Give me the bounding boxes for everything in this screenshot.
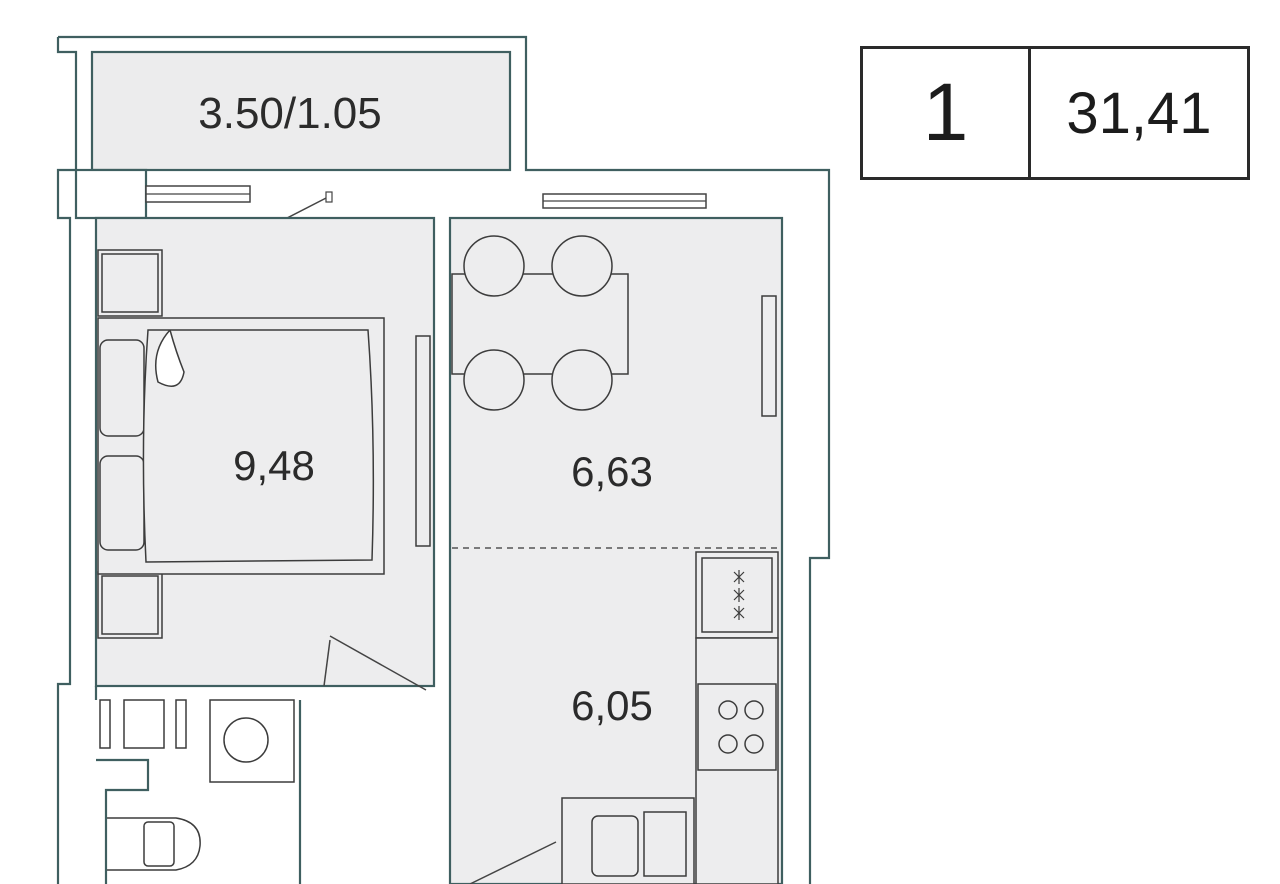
bath-cabinet xyxy=(123,699,165,749)
summary-box: 1 31,41 xyxy=(860,46,1250,180)
bath-door xyxy=(469,841,557,884)
bedroom-area: 9,48 xyxy=(233,442,315,489)
wardrobe xyxy=(415,335,431,547)
shelf xyxy=(761,295,777,417)
balcony-inner-wall xyxy=(74,168,148,220)
total-area: 31,41 xyxy=(1066,80,1212,146)
stove xyxy=(697,683,777,771)
dining-area: 6,63 xyxy=(571,448,653,495)
chair xyxy=(463,235,525,297)
rooms-count: 1 xyxy=(863,49,1031,177)
balcony xyxy=(90,50,512,172)
balcony-label: 3.50/1.05 xyxy=(198,89,382,138)
chair xyxy=(463,349,525,411)
chair xyxy=(551,349,613,411)
kitchen-area: 6,05 xyxy=(571,682,653,729)
chair xyxy=(551,235,613,297)
bath-wall xyxy=(94,686,302,884)
bedroom-door xyxy=(329,635,427,691)
outer-wall xyxy=(56,35,831,884)
floor-plan: 3.50/1.05 9,48 6,63 xyxy=(56,35,831,884)
